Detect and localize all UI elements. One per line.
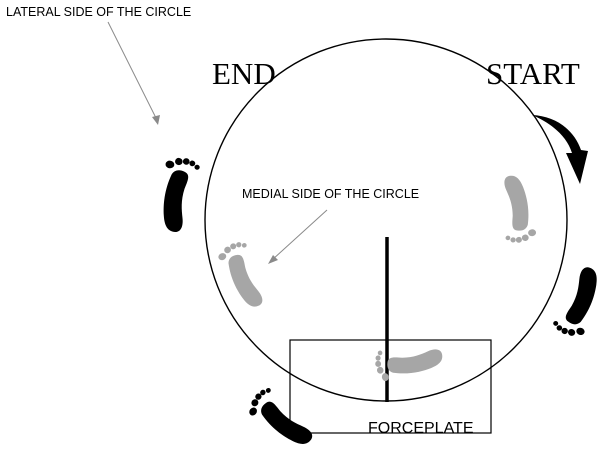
footprint-icon: [373, 340, 445, 383]
forceplate-box: [289, 339, 492, 434]
curved-arrow-icon: [532, 115, 588, 184]
footprint-icon: [495, 173, 538, 245]
footprint-icon: [244, 384, 321, 454]
lateral-leader: [107, 21, 160, 125]
medial-leader: [268, 209, 328, 264]
lateral-side-label: LATERAL SIDE OF THE CIRCLE: [6, 5, 191, 19]
forceplate-label: FORCEPLATE: [368, 420, 474, 437]
medial-side-label: MEDIAL SIDE OF THE CIRCLE: [242, 187, 419, 201]
start-label: START: [486, 56, 580, 91]
end-label: END: [212, 56, 276, 91]
footprint-icon: [156, 155, 201, 235]
